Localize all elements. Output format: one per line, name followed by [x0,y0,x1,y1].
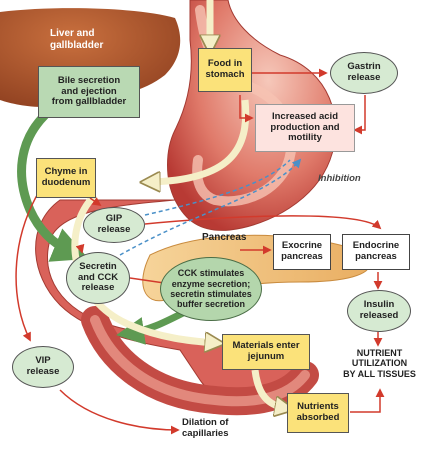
arrow-chyme-to-vip [15,189,41,342]
pancreas-label: Pancreas [202,232,247,243]
inhibition-arrow-1 [119,158,302,256]
exocrine-pancreas-box: Exocrine pancreas [273,234,331,270]
food-path-arrow-4 [251,369,285,408]
liver-label: Liver and gallbladder [50,28,104,51]
vip-release-node: VIP release [12,346,74,388]
gastrin-release-node: Gastrin release [330,52,398,94]
food-in-stomach-box: Food in stomach [198,48,252,92]
arrow-gastrin-to-acid [353,95,366,135]
bile-secretion-box: Bile secretion and ejection from gallbla… [38,66,140,118]
arrow-gip-to-endocrine [144,215,382,230]
arrow-chyme-to-gip [89,197,102,207]
dilation-capillaries-label: Dilation of capillaries [182,417,229,439]
increased-acid-box: Increased acid production and motility [255,104,355,152]
arrow-vip-to-dilation [59,389,180,435]
nutrient-utilization-label: NUTRIENT UTILIZATION BY ALL TISSUES [343,348,416,379]
food-path-arrow-3 [71,192,215,343]
arrow-food-to-acid [239,95,254,123]
insulin-released-node: Insulin released [347,290,411,332]
secretin-cck-node: Secretin and CCK release [66,252,130,304]
cck-stimulates-node: CCK stimulates enzyme secretion; secreti… [160,257,262,321]
endocrine-pancreas-box: Endocrine pancreas [342,234,410,270]
arrow-nutrients-to-util [350,388,385,413]
arrow-to-secretin [75,243,85,254]
gip-release-node: GIP release [83,207,145,243]
inhibition-arrow-2 [144,159,291,216]
intestine-highlight [90,315,310,407]
nutrients-absorbed-box: Nutrients absorbed [287,393,349,433]
chyme-duodenum-box: Chyme in duodenum [36,158,96,198]
materials-jejunum-box: Materials enter jejunum [222,334,310,370]
bile-flow-arrow [17,110,89,262]
inhibition-label: Inhibition [318,173,361,184]
